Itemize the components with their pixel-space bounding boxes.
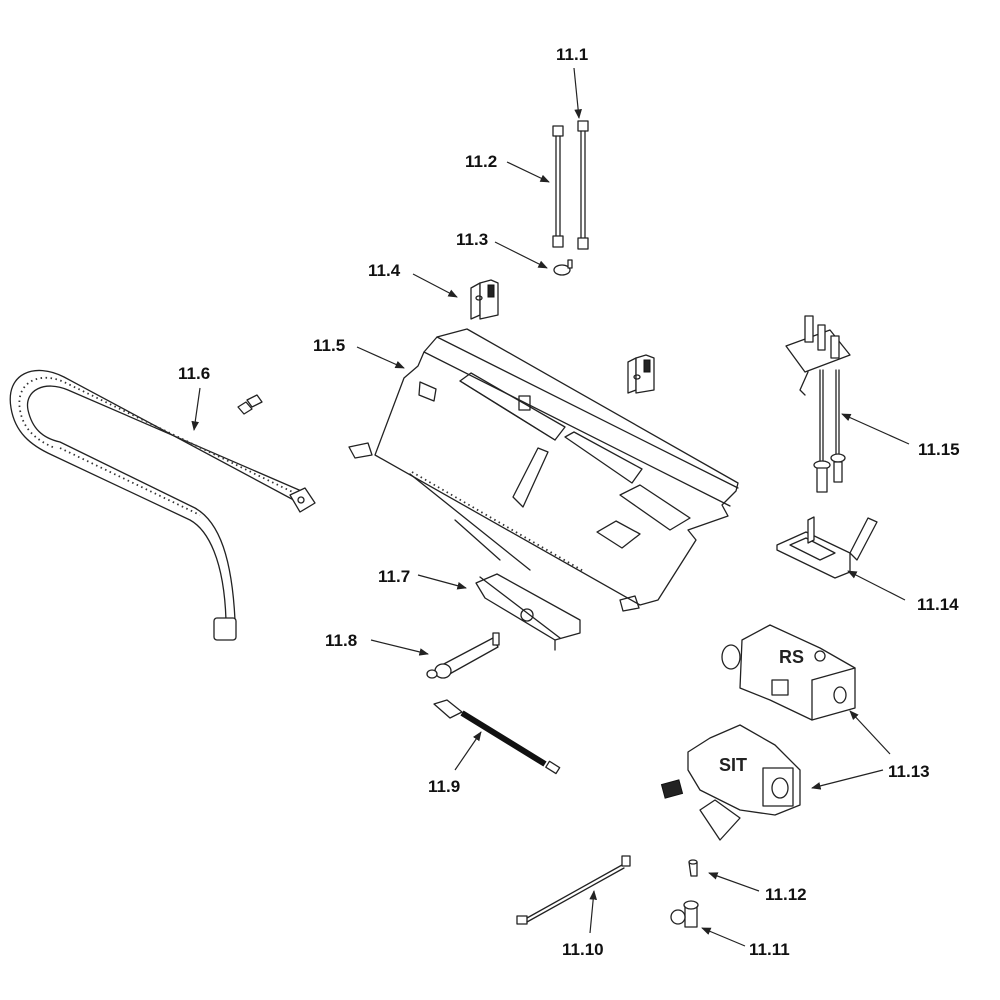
leader-11-1 [573,67,582,119]
callout-11-10: 11.10 [562,940,604,959]
leader-11-13a [849,710,891,755]
callout-11-14: 11.14 [917,595,959,614]
part-fitting-11-12 [688,859,698,877]
leader-11-10 [589,890,598,934]
leader-11-11 [701,927,746,947]
part-bracket-11-4b [627,354,655,394]
leader-11-7 [417,574,467,590]
callout-11-5: 11.5 [313,336,345,355]
leader-11-14 [847,570,906,601]
leader-11-3 [494,241,548,269]
callout-11-1: 11.1 [556,45,588,64]
part-wire-11-1 [577,120,589,250]
part-wire-11-10 [516,855,631,925]
part-base-plate-11-5 [348,328,739,612]
part-switch-11-3 [553,259,573,276]
callout-11-9: 11.9 [428,777,460,796]
callout-11-8: 11.8 [325,631,357,650]
part-pilot-bracket-11-14 [776,516,878,579]
callout-11-12: 11.12 [765,885,807,904]
callout-11-6: 11.6 [178,364,210,383]
leader-11-4 [412,273,458,298]
callout-11-11: 11.11 [749,940,790,959]
leader-11-15 [841,413,910,445]
callout-11-15: 11.15 [918,440,960,459]
callout-11-13: 11.13 [888,762,930,781]
leader-11-8 [370,639,429,656]
part-pilot-assembly-11-15 [785,315,851,493]
callout-11-7: 11.7 [378,567,410,586]
part-orifice-11-8 [426,632,500,679]
callout-11-3: 11.3 [456,230,488,249]
callout-11-4: 11.4 [368,261,401,280]
leader-11-9 [454,731,482,771]
callout-11-2: 11.2 [465,152,497,171]
leader-11-12 [708,872,760,892]
leader-11-13b [811,769,884,790]
leader-11-5 [356,346,405,369]
part-valve-rs-11-13: RS [721,624,856,721]
part-elbow-11-11 [670,900,699,928]
leader-11-6 [191,387,201,431]
valve-marking-sit: SIT [719,755,747,775]
part-shield-11-7 [475,573,581,651]
leader-11-2 [506,161,550,183]
part-burner-11-6 [9,369,316,641]
part-valve-sit-11-13: SIT [660,724,801,841]
part-bracket-11-4 [470,279,499,320]
part-wire-11-2 [552,125,564,248]
part-flex-line-11-9 [433,699,561,775]
valve-marking-rs: RS [779,647,804,667]
